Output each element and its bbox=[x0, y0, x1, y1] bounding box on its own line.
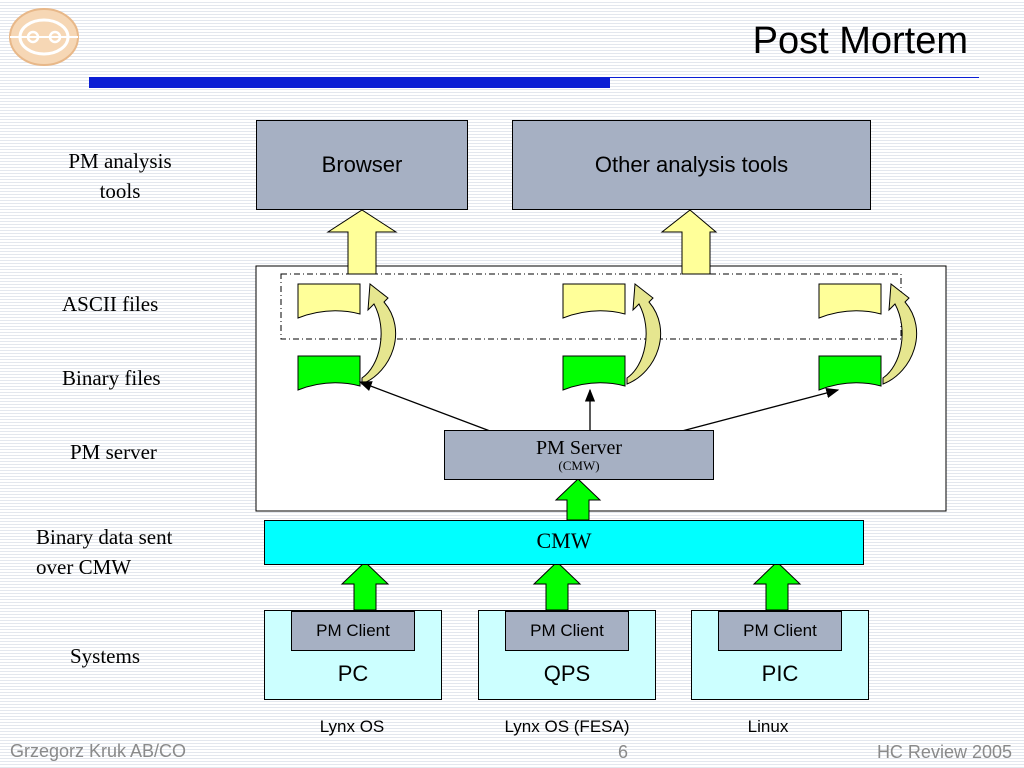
pm-client-pic: PM Client bbox=[718, 611, 842, 651]
curved-arrow-3 bbox=[882, 283, 918, 385]
other-analysis-tools-box: Other analysis tools bbox=[512, 120, 871, 210]
server-to-binary-3 bbox=[681, 387, 840, 432]
data-arrow-pic-to-cmw bbox=[752, 561, 802, 611]
label-pm-analysis-tools: PM analysis tools bbox=[68, 149, 172, 203]
footer-page-number: 6 bbox=[618, 742, 629, 762]
label-systems: Systems bbox=[70, 644, 141, 668]
data-arrow-pc-to-cmw bbox=[340, 561, 390, 611]
system-qps-label: QPS bbox=[543, 661, 591, 686]
title-rule-thick bbox=[89, 78, 610, 88]
browser-box: Browser bbox=[256, 120, 468, 210]
ascii-file-3 bbox=[818, 283, 882, 319]
os-label-pic: Linux bbox=[747, 717, 789, 736]
label-binary-files: Binary files bbox=[62, 366, 161, 390]
binary-file-3 bbox=[818, 355, 882, 391]
label-ascii-files: ASCII files bbox=[62, 292, 159, 316]
curved-arrow-2 bbox=[626, 283, 662, 385]
footer-author: Grzegorz Kruk AB/CO bbox=[10, 741, 187, 761]
server-to-binary-1 bbox=[358, 381, 491, 432]
ascii-file-1 bbox=[297, 283, 361, 319]
system-pc-box: PM Client PC bbox=[264, 610, 442, 700]
footer-event: HC Review 2005 bbox=[876, 742, 1012, 762]
label-binary-data-sent: Binary data sent over CMW bbox=[36, 525, 173, 579]
system-pic-label: PIC bbox=[761, 661, 799, 686]
system-pc-label: PC bbox=[337, 661, 369, 686]
binary-file-2 bbox=[562, 355, 626, 391]
system-qps-box: PM Client QPS bbox=[478, 610, 656, 700]
data-arrow-qps-to-cmw bbox=[532, 561, 582, 611]
title-rule-thin bbox=[89, 77, 979, 78]
ascii-file-2 bbox=[562, 283, 626, 319]
os-label-pc: Lynx OS bbox=[319, 717, 385, 736]
upload-arrow-browser bbox=[326, 209, 398, 275]
pm-client-pc: PM Client bbox=[291, 611, 415, 651]
cmw-bus: CMW bbox=[264, 520, 864, 565]
pm-client-qps: PM Client bbox=[505, 611, 629, 651]
data-arrow-cmw-to-server bbox=[554, 478, 602, 521]
pm-server-name: PM Server bbox=[535, 437, 623, 459]
curved-arrow-1 bbox=[361, 283, 397, 385]
page-title: Post Mortem bbox=[752, 20, 968, 62]
os-label-qps: Lynx OS (FESA) bbox=[504, 717, 630, 736]
label-pm-server: PM server bbox=[70, 440, 157, 464]
system-pic-box: PM Client PIC bbox=[691, 610, 869, 700]
upload-arrow-other-tools bbox=[660, 209, 718, 275]
cern-logo bbox=[4, 6, 84, 68]
pm-server-sub: (CMW) bbox=[558, 458, 600, 473]
pm-server-box: PM Server (CMW) bbox=[444, 430, 714, 480]
